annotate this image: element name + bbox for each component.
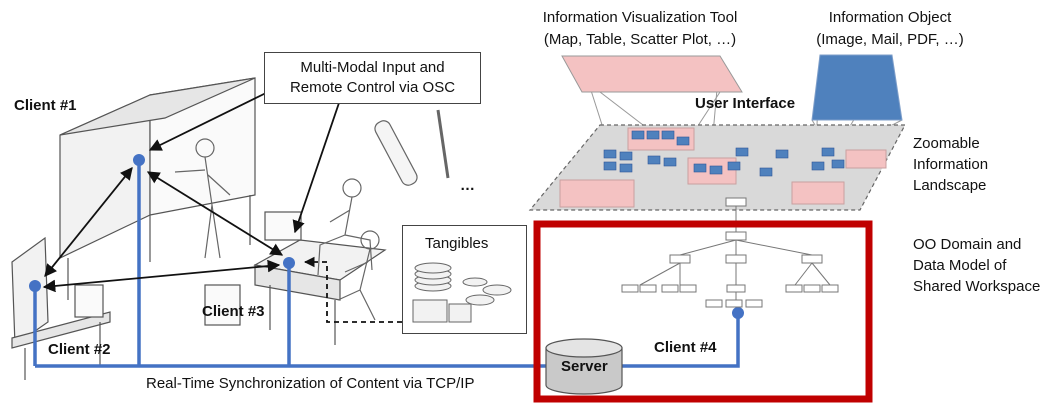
tangibles-icon — [412, 262, 512, 323]
network-endpoints — [29, 154, 744, 319]
user-interface-label: User Interface — [695, 95, 796, 112]
landscape-label-line2: Information — [913, 156, 989, 173]
tangibles-dashed-link — [303, 256, 402, 323]
client3-label: Client #3 — [202, 303, 265, 320]
landscape-blue-objects — [603, 130, 845, 177]
domain-label-line1: OO Domain and — [913, 236, 1022, 253]
viz-tool-examples: (Map, Table, Scatter Plot, …) — [543, 31, 737, 48]
info-object-panel — [811, 54, 903, 121]
landscape-label-line1: Zoomable — [913, 135, 980, 152]
client1-label: Client #1 — [14, 97, 77, 114]
client1-display-sketch — [59, 77, 256, 300]
tangibles-box: Tangibles — [402, 225, 527, 334]
server-icon — [545, 338, 623, 395]
landscape-label-line3: Landscape — [913, 177, 987, 194]
input-callout-line1: Multi-Modal Input and — [300, 59, 445, 76]
sync-caption: Real-Time Synchronization of Content via… — [146, 375, 475, 392]
domain-label-line2: Data Model of — [913, 257, 1007, 274]
server-label: Server — [561, 358, 608, 375]
viz-tool-title: Information Visualization Tool — [542, 9, 738, 26]
client3-endpoint — [283, 257, 295, 269]
info-object-examples: (Image, Mail, PDF, …) — [816, 31, 964, 48]
domain-label-line3: Shared Workspace — [913, 278, 1041, 295]
info-object-title: Information Object — [828, 9, 952, 26]
client2-label: Client #2 — [48, 341, 111, 358]
client1-endpoint — [133, 154, 145, 166]
oo-domain-model-tree — [621, 197, 839, 308]
input-callout-box: Multi-Modal Input and Remote Control via… — [264, 52, 481, 104]
client2-endpoint — [29, 280, 41, 292]
client4-highlight-box — [533, 220, 873, 403]
client4-endpoint — [732, 307, 744, 319]
input-callout-line2: Remote Control via OSC — [289, 79, 456, 96]
interaction-arrows — [42, 91, 341, 293]
devices-ellipsis: … — [460, 177, 475, 194]
viz-tool-panel — [561, 55, 743, 93]
client4-label: Client #4 — [654, 339, 717, 356]
tangibles-label: Tangibles — [425, 235, 489, 252]
